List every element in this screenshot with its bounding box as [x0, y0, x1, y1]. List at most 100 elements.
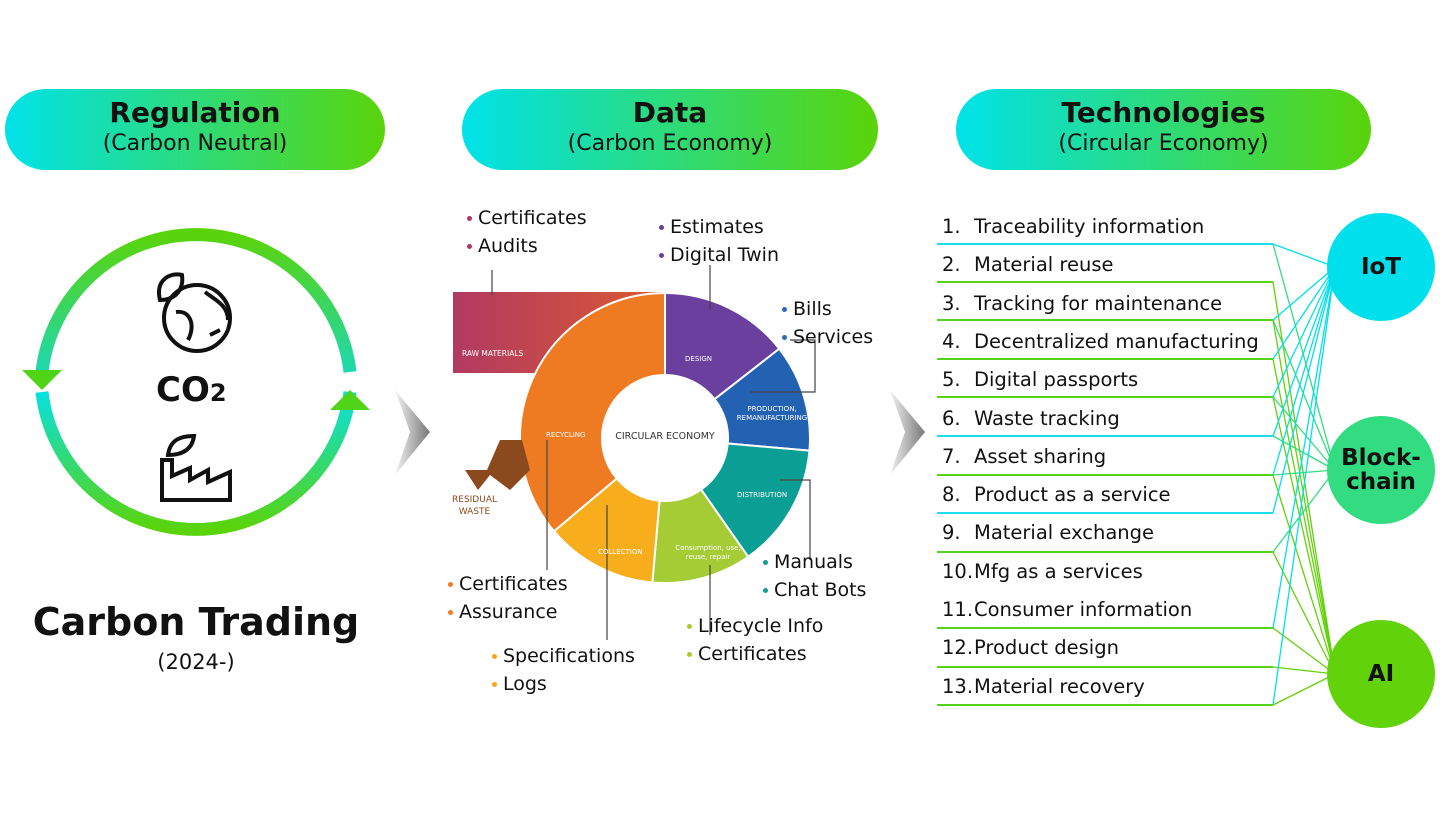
technology-item: 4. Decentralized manufacturing — [942, 330, 1259, 354]
technology-item: 5.Digital passports — [942, 368, 1138, 392]
link-blockchain — [1272, 435, 1336, 471]
technology-number: 12. — [942, 636, 974, 660]
technology-label: Waste tracking — [974, 406, 1120, 430]
link-iot — [1272, 266, 1336, 398]
technology-label: Asset sharing — [974, 444, 1107, 468]
residual-waste-arrow-icon — [465, 440, 530, 490]
annotation-item: Lifecycle Info — [687, 612, 823, 640]
header-subtitle: (Carbon Neutral) — [102, 131, 288, 156]
link-ai — [1272, 551, 1336, 675]
technology-label: Traceability information — [974, 215, 1205, 238]
cycle-arrows-icon — [22, 228, 370, 536]
link-ai — [1272, 474, 1336, 675]
annotation-item: Specifications — [492, 642, 635, 670]
link-iot — [1272, 266, 1336, 321]
residual-line: RESIDUAL — [452, 495, 497, 505]
technology-number: 4. — [942, 329, 961, 353]
technology-label: Product design — [974, 636, 1119, 660]
residual-line: WASTE — [458, 507, 491, 517]
technology-label: Mfg as a services — [974, 559, 1143, 583]
link-blockchain — [1272, 469, 1336, 553]
node-ai: AI — [1327, 620, 1435, 728]
header-title: Data — [632, 96, 708, 129]
link-iot — [1272, 266, 1336, 706]
raw-materials-label: RAW MATERIALS — [462, 349, 524, 358]
segment-recycling-label: RECYCLING — [546, 431, 586, 439]
technology-item: 3. Tracking for maintenance — [942, 292, 1222, 316]
annotation-item: Certificates — [448, 570, 568, 598]
header-title: Regulation — [109, 96, 281, 129]
link-iot — [1272, 243, 1336, 268]
header-subtitle: (Circular Economy) — [1058, 131, 1269, 156]
factory-leaf-icon — [160, 433, 232, 502]
annotation-item: Audits — [467, 232, 587, 260]
co2-label: CO2 — [156, 370, 227, 410]
link-blockchain — [1272, 319, 1336, 471]
technology-number: 10. — [942, 559, 974, 583]
link-ai — [1272, 319, 1336, 675]
arrow-chevron-icon — [395, 390, 430, 475]
link-iot — [1272, 266, 1336, 437]
node-blockchain: Block-chain — [1327, 416, 1435, 524]
link-iot — [1272, 266, 1336, 360]
technology-item: 9. Material exchange — [942, 521, 1154, 545]
segment-collection-label: COLLECTION — [598, 548, 643, 556]
annotation-item: Estimates — [659, 213, 779, 241]
technology-item: 7.Asset sharing — [942, 445, 1106, 469]
technology-label: Material recovery — [974, 674, 1145, 698]
technology-number: 13. — [942, 674, 974, 698]
technology-item: 1.Traceability information — [942, 215, 1204, 239]
carbon-trading-title: Carbon Trading — [32, 600, 360, 644]
link-blockchain — [1272, 396, 1336, 471]
co2-subscript: 2 — [209, 379, 227, 407]
link-iot — [1272, 266, 1336, 629]
annotation-item: Services — [782, 323, 873, 351]
annotation-item: Digital Twin — [659, 241, 779, 269]
link-ai — [1272, 396, 1336, 675]
link-iot — [1272, 266, 1336, 476]
link-ai — [1272, 281, 1336, 675]
annotation-item: Logs — [492, 670, 635, 698]
node-iot: IoT — [1327, 213, 1435, 321]
link-ai — [1272, 666, 1336, 675]
technology-number: 6. — [942, 406, 961, 430]
technology-label: Decentralized manufacturing — [974, 329, 1259, 353]
technology-item: 11.Consumer information — [942, 598, 1192, 622]
technology-item: 13.Material recovery — [942, 675, 1145, 699]
technology-number: 8. — [942, 483, 961, 507]
segment-design-label: DESIGN — [685, 355, 712, 363]
header-title: Technologies — [1061, 96, 1266, 129]
header-technologies: Technologies(Circular Economy) — [956, 89, 1371, 170]
annotation-item: Bills — [782, 295, 873, 323]
co2-text: CO — [156, 370, 210, 410]
link-ai — [1272, 358, 1336, 675]
technology-item: 8.Product as a service — [942, 483, 1171, 507]
technology-number: 5. — [942, 368, 961, 392]
technology-number: 2. — [942, 253, 961, 277]
arrow-chevron-icon — [890, 390, 925, 475]
technology-label: Material exchange — [974, 521, 1155, 545]
technology-item: 10.Mfg as a services — [942, 560, 1143, 584]
node-blockchain-label: Block-chain — [1341, 445, 1421, 495]
technology-label: Tracking for maintenance — [974, 291, 1223, 315]
technology-number: 11. — [942, 598, 974, 621]
annotation-item: Chat Bots — [763, 576, 866, 604]
header-subtitle: (Carbon Economy) — [567, 131, 773, 156]
segment-distribution-label: DISTRIBUTION — [737, 491, 788, 499]
annotation-item: Certificates — [467, 204, 587, 232]
technology-number: 3. — [942, 291, 961, 315]
technology-label: Material reuse — [974, 253, 1114, 277]
link-ai — [1272, 673, 1336, 706]
technology-item: 12.Product design — [942, 636, 1119, 660]
segment-consumption-label: Consumption, use, reuse, repair — [675, 544, 741, 561]
technology-number: 9. — [942, 521, 961, 545]
technology-item: 6. Waste tracking — [942, 407, 1120, 431]
technology-item: 2. Material reuse — [942, 253, 1114, 277]
residual-waste-label: RESIDUAL WASTE — [452, 494, 497, 518]
